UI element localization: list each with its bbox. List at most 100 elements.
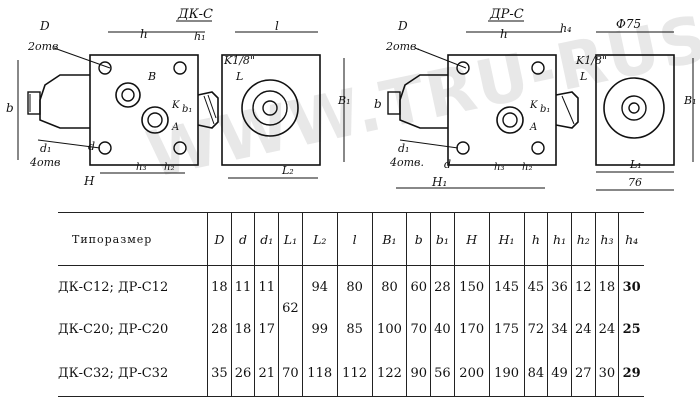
column-header: H₁: [488, 212, 525, 266]
svg-text:b: b: [374, 97, 382, 111]
svg-text:h₃: h₃: [494, 162, 504, 173]
column-header: B₁: [371, 212, 407, 266]
svg-text:B₁: B₁: [337, 94, 351, 107]
row-name: ДК-С20; ДР-С20: [58, 321, 169, 337]
column-header: h₃: [594, 212, 619, 266]
cell: 45: [523, 265, 548, 308]
dimensions-table: Типоразмер D d d₁ L₁ L₂ l B₁ b b₁ H H₁ h…: [58, 212, 644, 397]
svg-text:2отв.: 2отв.: [385, 40, 420, 53]
cell: 35: [207, 350, 232, 397]
svg-text:d: d: [444, 158, 451, 171]
cell: 30: [594, 350, 619, 397]
svg-text:4отв.: 4отв.: [389, 156, 424, 169]
technical-drawing: ДК-С D 2отв h h₁ l K1/8" L B b b₁ B₁ K A…: [6, 7, 697, 191]
left-body: [89, 54, 199, 166]
svg-text:A: A: [171, 122, 179, 133]
svg-text:L: L: [579, 70, 587, 83]
cell: 99: [301, 308, 338, 350]
cell: 70: [406, 308, 431, 350]
left-side-view: [221, 54, 321, 166]
svg-text:b₁: b₁: [540, 104, 550, 115]
cell: 49: [547, 350, 572, 397]
svg-text:h: h: [500, 27, 508, 41]
svg-text:H₁: H₁: [431, 175, 447, 189]
cell: 56: [430, 350, 455, 397]
cell: 90: [406, 350, 431, 397]
cell: 118: [301, 350, 338, 397]
cell: 80: [371, 265, 407, 308]
cell: 200: [453, 350, 490, 397]
svg-text:L: L: [235, 70, 243, 83]
svg-text:h₃: h₃: [136, 162, 146, 173]
column-header: L₂: [301, 212, 338, 266]
svg-text:K1/8": K1/8": [223, 54, 255, 67]
cell: 30: [618, 265, 644, 308]
svg-text:h: h: [140, 27, 148, 41]
cell: 24: [594, 308, 619, 350]
svg-text:4отв: 4отв: [29, 156, 60, 169]
left-view-title: ДК-С: [177, 7, 213, 22]
table-header-row: Типоразмер D d d₁ L₁ L₂ l B₁ b b₁ H H₁ h…: [58, 212, 644, 266]
table-row: ДК-С20; ДР-С20 28 18 17 99 85 100 70 40 …: [58, 308, 644, 350]
cell: 80: [336, 265, 373, 308]
svg-text:d₁: d₁: [40, 142, 51, 155]
svg-text:A: A: [529, 122, 537, 133]
svg-text:H: H: [83, 174, 95, 188]
svg-text:D: D: [397, 19, 408, 33]
cell: 18: [594, 265, 619, 308]
cell: 11: [230, 265, 255, 308]
cell: 175: [488, 308, 525, 350]
column-header: Типоразмер: [58, 212, 208, 266]
cell: 11: [254, 265, 279, 308]
column-header: h₂: [570, 212, 596, 266]
svg-text:L₂: L₂: [281, 164, 294, 177]
cell: 17: [254, 308, 279, 350]
column-header: d: [230, 212, 255, 266]
column-header: b₁: [430, 212, 455, 266]
cell: 72: [523, 308, 548, 350]
column-header: h₄: [618, 212, 644, 266]
cell: 34: [547, 308, 572, 350]
column-header: D: [207, 212, 232, 266]
svg-text:B₁: B₁: [683, 94, 697, 107]
svg-text:D: D: [39, 19, 50, 33]
column-header: h₁: [547, 212, 572, 266]
row-name: ДК-С12; ДР-С12: [58, 279, 169, 295]
column-header: l: [336, 212, 373, 266]
cell-L1: 70: [278, 350, 303, 397]
cell: 12: [570, 265, 596, 308]
cell: 28: [430, 265, 455, 308]
svg-text:K: K: [529, 100, 538, 111]
column-header: d₁: [254, 212, 279, 266]
left-protrusion: [39, 74, 90, 129]
cell: 170: [453, 308, 490, 350]
cell: 190: [488, 350, 525, 397]
cell: 26: [230, 350, 255, 397]
svg-text:B: B: [147, 70, 156, 83]
svg-text:h₂: h₂: [164, 162, 174, 173]
svg-text:h₂: h₂: [522, 162, 532, 173]
cell: 145: [488, 265, 525, 308]
table-row: ДК-С32; ДР-С32 35 26 21 70 118 112 122 9…: [58, 350, 644, 397]
svg-text:l: l: [275, 19, 279, 33]
cell: 94: [301, 265, 338, 308]
column-header: L₁: [278, 212, 303, 266]
cell: 112: [336, 350, 373, 397]
cell: 150: [453, 265, 490, 308]
svg-text:b: b: [6, 101, 14, 115]
cell: 60: [406, 265, 431, 308]
svg-text:76: 76: [628, 176, 642, 189]
cell: 122: [371, 350, 407, 397]
table-row: ДК-С12; ДР-С12 18 11 11 62 94 80 80 60 2…: [58, 265, 644, 350]
cell: 29: [618, 350, 644, 397]
svg-text:L₁: L₁: [629, 158, 642, 171]
right-view-title: ДР-С: [489, 7, 524, 22]
svg-text:d₁: d₁: [398, 142, 409, 155]
svg-text:Φ75: Φ75: [616, 17, 641, 31]
cell: 40: [430, 308, 455, 350]
cell-L1-merged: 62: [278, 265, 303, 350]
svg-text:h₁: h₁: [194, 30, 206, 43]
right-side-view: [595, 54, 675, 166]
column-header: H: [453, 212, 490, 266]
row-name: ДК-С32; ДР-С32: [58, 350, 208, 397]
